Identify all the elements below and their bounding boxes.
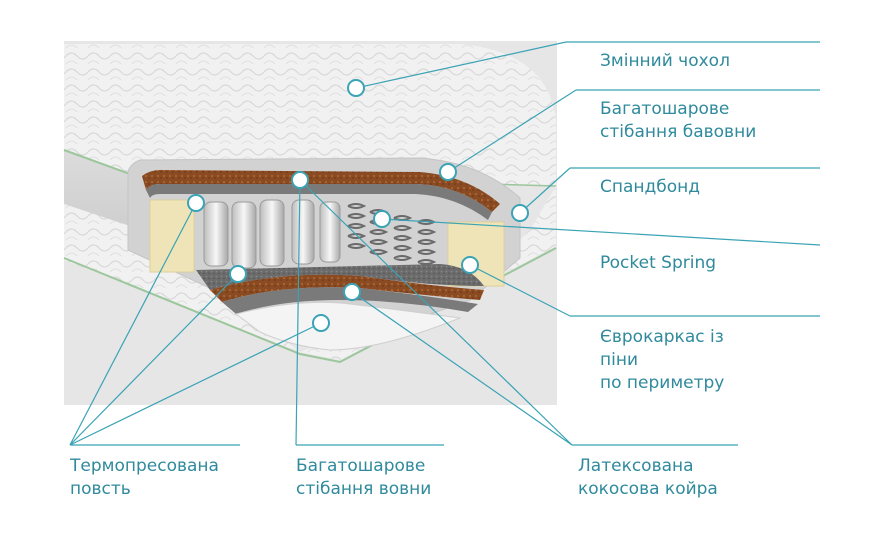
label-line: стібання бавовни [600, 122, 757, 142]
label-line: Pocket Spring [600, 253, 717, 273]
label-foam-frame: Єврокаркас із піни по периметру [600, 326, 724, 395]
top-coir-layer [142, 170, 500, 212]
label-line: Багатошарове [296, 456, 426, 476]
marker-cotton-quilting [439, 163, 457, 181]
marker-foam-frame [461, 256, 479, 274]
foam-block-left [149, 199, 195, 273]
bottom-felt-layer [196, 264, 484, 290]
marker-thermo-felt-middle [229, 265, 247, 283]
marker-latex-coir-bottom [343, 283, 361, 301]
bottom-coir-layer [210, 274, 484, 302]
label-line: Єврокаркас із [600, 327, 724, 347]
label-line: стібання вовни [296, 479, 432, 499]
label-line: Латексована [578, 456, 694, 476]
leader-lines [69, 41, 821, 446]
mattress-top-cover [64, 44, 556, 186]
marker-wool-quilting [312, 314, 330, 332]
label-line: піни [600, 350, 639, 370]
label-line: Спандбонд [600, 177, 701, 197]
label-line: по периметру [600, 373, 725, 393]
marker-thermo-felt-top [187, 194, 205, 212]
label-removable-cover: Змінний чохол [600, 50, 730, 73]
label-cotton-quilting: Багатошарове стібання бавовни [600, 98, 756, 144]
marker-pocket-spring [373, 210, 391, 228]
label-line: повсть [70, 479, 131, 499]
label-line: Змінний чохол [600, 51, 730, 71]
bottom-cover-layer [234, 301, 462, 351]
marker-removable-cover [347, 79, 365, 97]
label-line: Термопресована [70, 456, 219, 476]
top-felt-layer [146, 184, 492, 220]
marker-latex-coir-top [291, 171, 309, 189]
mattress-front-right [300, 186, 556, 360]
label-thermo-felt: Термопресована повсть [70, 455, 219, 501]
label-spunbond: Спандбонд [600, 176, 700, 199]
label-line: Багатошарове [600, 99, 730, 119]
label-pocket-spring: Pocket Spring [600, 252, 716, 275]
label-line: кокосова койра [578, 479, 718, 499]
marker-spunbond [511, 204, 529, 222]
label-wool-quilting: Багатошарове стібання вовни [296, 455, 431, 501]
label-latex-coir: Латексована кокосова койра [578, 455, 718, 501]
